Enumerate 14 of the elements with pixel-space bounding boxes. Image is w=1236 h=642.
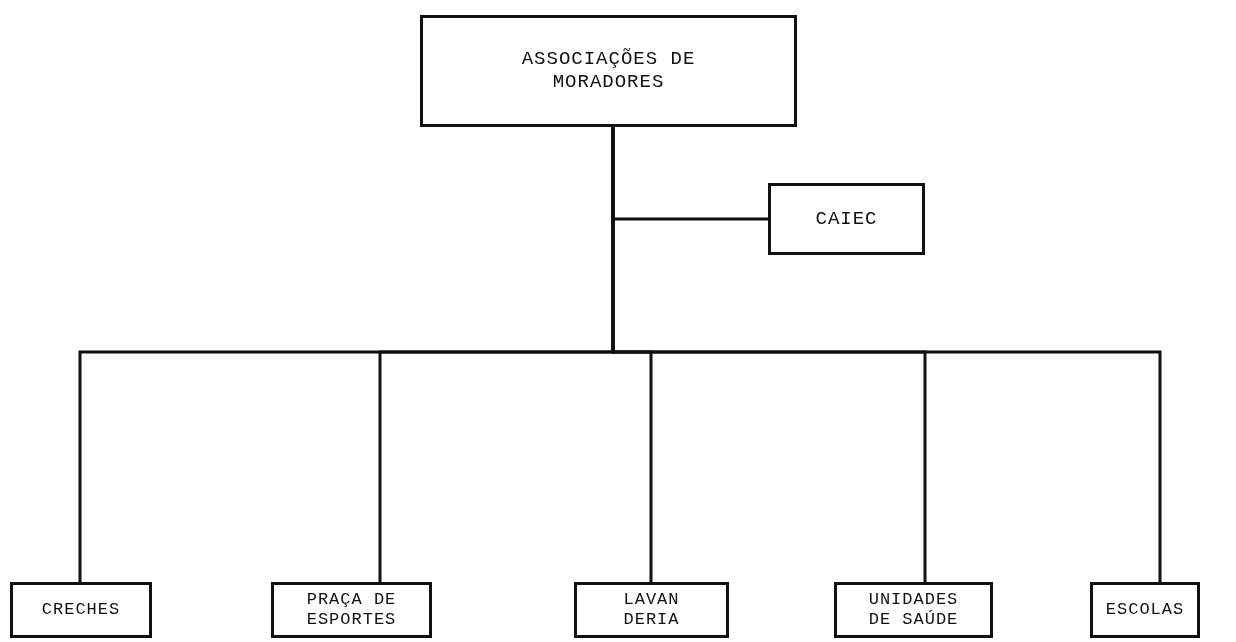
box-label: CAIEC bbox=[815, 207, 878, 231]
org-box bbox=[1090, 582, 1200, 638]
org-box bbox=[10, 582, 152, 638]
org-box bbox=[768, 183, 925, 255]
box-label: LAVAN DERIA bbox=[622, 590, 681, 630]
box-label: CRECHES bbox=[41, 600, 121, 620]
org-box bbox=[271, 582, 432, 638]
box-label: UNIDADES DE SAÚDE bbox=[867, 590, 960, 630]
org-box bbox=[834, 582, 993, 638]
box-label: PRAÇA DE ESPORTES bbox=[305, 590, 398, 630]
box-label: ESCOLAS bbox=[1105, 600, 1185, 620]
org-box bbox=[574, 582, 729, 638]
box-label: ASSOCIAÇÕES DE MORADORES bbox=[520, 48, 697, 94]
org-box bbox=[420, 15, 797, 127]
